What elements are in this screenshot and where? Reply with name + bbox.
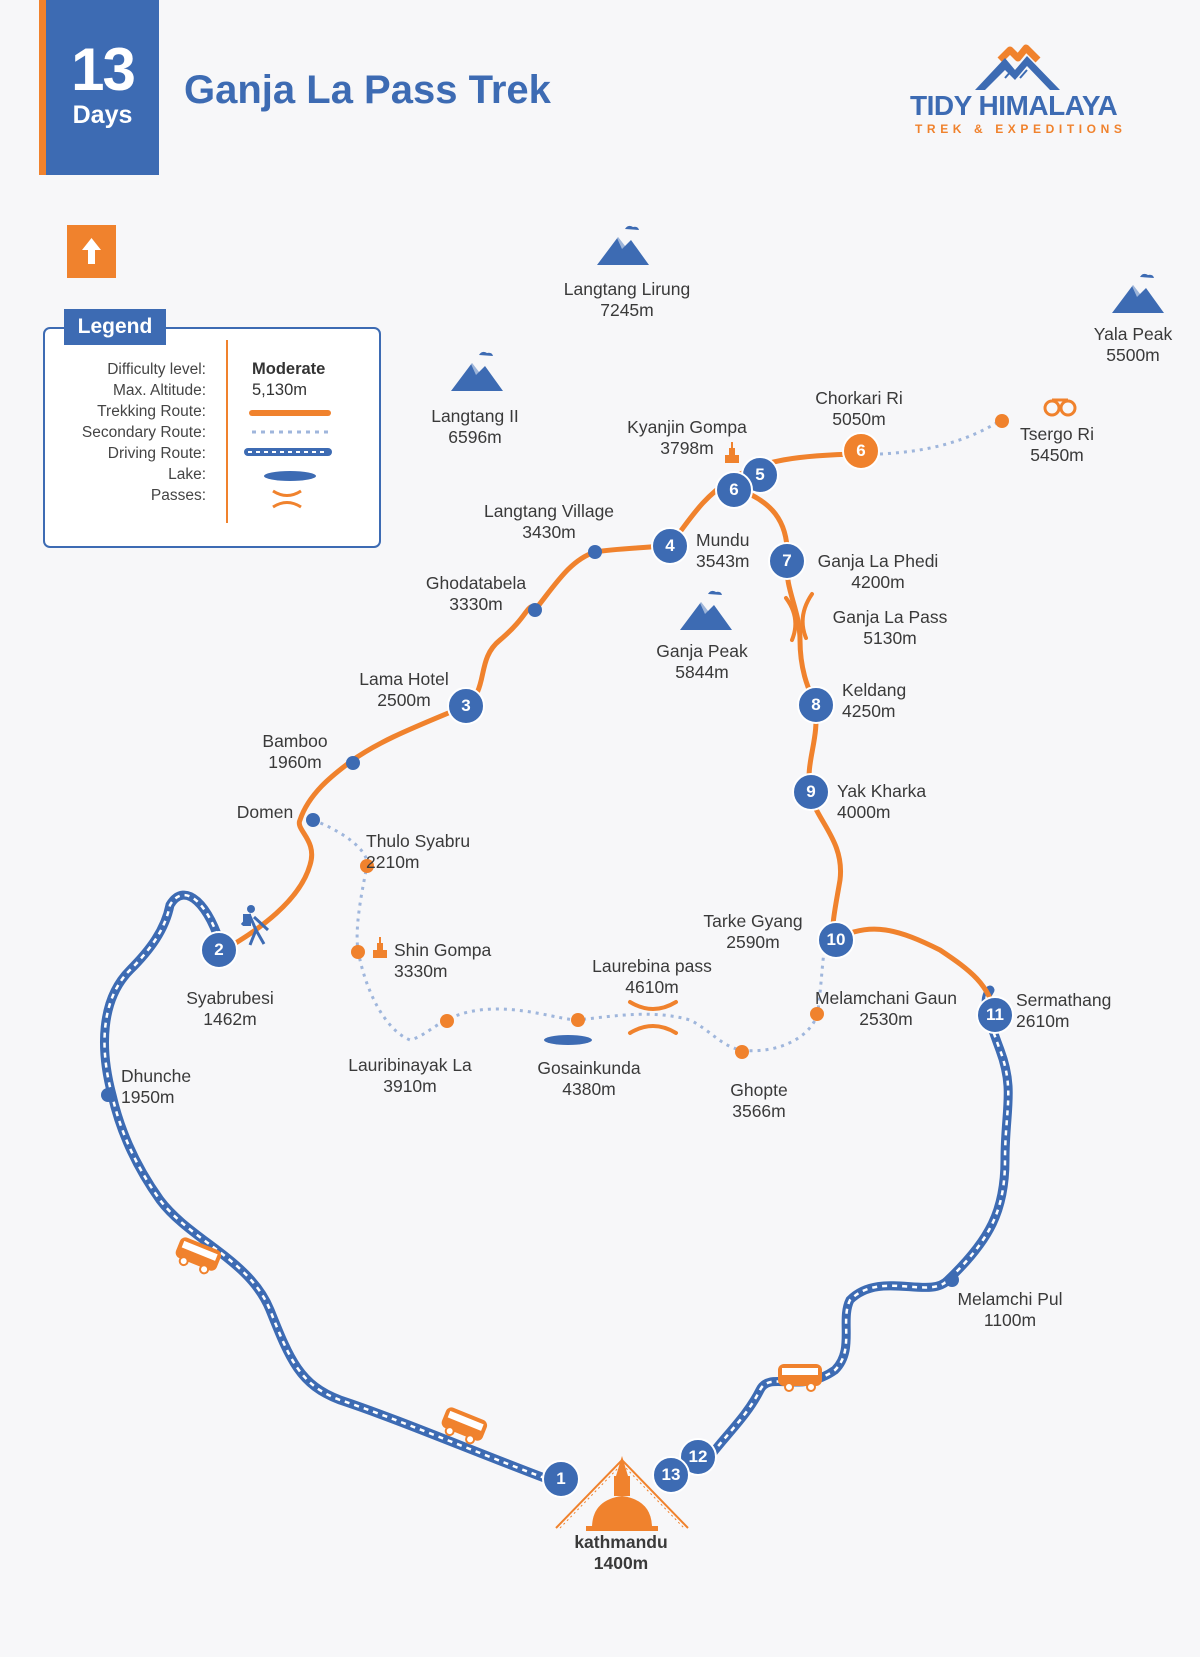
gompa-icon bbox=[725, 442, 739, 463]
days-number: 13 bbox=[71, 36, 136, 103]
stop-marker: 4 bbox=[651, 527, 689, 565]
driving-route bbox=[100, 890, 1013, 1487]
stop-marker: 10 bbox=[817, 921, 855, 959]
bus-icon bbox=[175, 1237, 222, 1275]
legend-box bbox=[43, 327, 381, 548]
mountain-icon bbox=[1112, 273, 1164, 313]
stop-marker: 6 bbox=[842, 432, 880, 470]
legend-title: Legend bbox=[64, 309, 166, 345]
gompa-icon bbox=[373, 937, 387, 958]
place-label: Domen bbox=[236, 802, 294, 822]
pass-icon bbox=[628, 1000, 678, 1035]
stop-marker: 2 bbox=[200, 931, 238, 969]
legend-label: Driving Route: bbox=[107, 445, 206, 462]
stop-marker: 9 bbox=[792, 773, 830, 811]
north-arrow-icon bbox=[67, 225, 116, 278]
mountain-icon bbox=[597, 225, 649, 265]
stop-marker: 13 bbox=[652, 1456, 690, 1494]
lake-icon bbox=[544, 1035, 592, 1045]
mountain-icon bbox=[451, 351, 503, 391]
mountain-icon bbox=[680, 590, 732, 630]
max-altitude-value: 5,130m bbox=[252, 381, 308, 399]
days-badge: 13 Days bbox=[39, 0, 159, 175]
page-title: Ganja La Pass Trek bbox=[184, 68, 551, 112]
legend-label: Passes: bbox=[150, 487, 206, 504]
legend-label: Trekking Route: bbox=[97, 403, 206, 420]
legend-label: Lake: bbox=[168, 466, 206, 483]
legend-label: Difficulty level: bbox=[107, 361, 206, 378]
stop-marker: 11 bbox=[976, 996, 1014, 1034]
stop-marker: 7 bbox=[768, 542, 806, 580]
legend-label: Max. Altitude: bbox=[112, 382, 206, 399]
legend-label: Secondary Route: bbox=[81, 424, 206, 441]
pass-icon bbox=[784, 592, 814, 642]
stop-marker: 8 bbox=[797, 686, 835, 724]
difficulty-value: Moderate bbox=[252, 360, 326, 378]
binoculars-icon bbox=[1043, 398, 1077, 417]
bus-icon bbox=[441, 1407, 488, 1445]
bus-icon bbox=[778, 1364, 822, 1392]
waypoint-dots bbox=[101, 414, 1009, 1287]
stupa-icon bbox=[555, 1456, 689, 1531]
stop-marker: 6 bbox=[715, 471, 753, 509]
days-word: Days bbox=[72, 101, 133, 129]
trekker-icon bbox=[240, 905, 270, 946]
brand-tagline: TREK & EXPEDITIONS bbox=[915, 122, 1127, 136]
stop-marker: 3 bbox=[447, 687, 485, 725]
logo-icon bbox=[975, 44, 1060, 90]
brand-name: TIDY HIMALAYA bbox=[910, 90, 1118, 121]
stop-marker: 1 bbox=[542, 1460, 580, 1498]
